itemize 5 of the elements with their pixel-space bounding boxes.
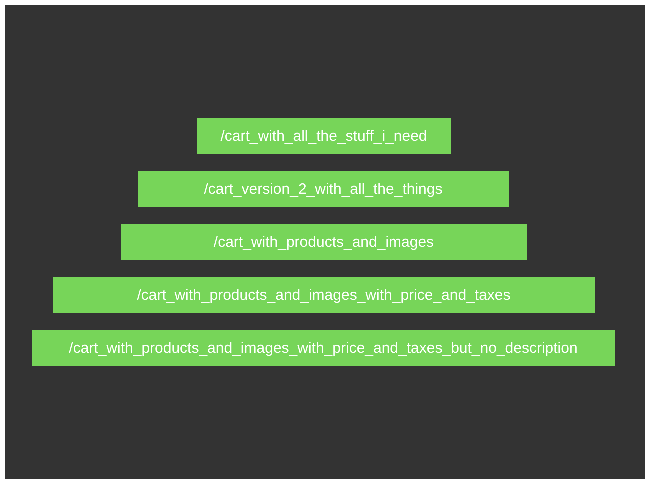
route-bar: /cart_with_all_the_stuff_i_need — [197, 118, 451, 154]
route-bar: /cart_with_products_and_images_with_price_and_taxes_but_no_description — [32, 330, 615, 366]
route-bar: /cart_with_products_and_images_with_price_and_taxes — [53, 277, 595, 313]
route-bar: /cart_version_2_with_all_the_things — [138, 171, 509, 207]
route-bar: /cart_with_products_and_images — [121, 224, 527, 260]
